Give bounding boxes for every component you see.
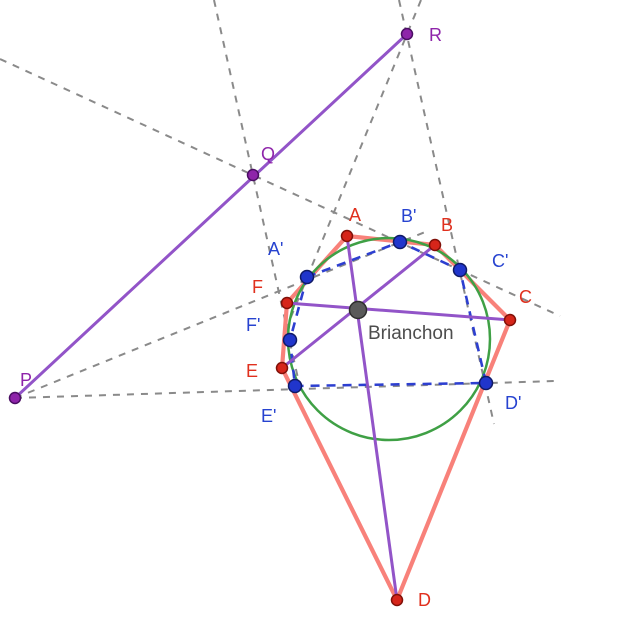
point-F[interactable] <box>280 296 294 310</box>
label-B-prime: B' <box>401 206 416 226</box>
point-brianchon-point[interactable] <box>348 300 368 320</box>
point-A[interactable] <box>340 229 354 243</box>
point-C[interactable] <box>503 313 517 327</box>
label-Q: Q <box>261 144 275 164</box>
diagonal-CF[interactable] <box>285 301 512 322</box>
label-D-prime: D' <box>505 393 521 413</box>
line-CprimeDprime-extended[interactable] <box>398 0 495 425</box>
label-brianchon-annotation: Brianchon <box>368 323 454 344</box>
line-BprimeCprime-extended[interactable] <box>0 58 561 317</box>
point-C-prime[interactable] <box>452 262 468 278</box>
line-EprimeFprime-extended[interactable] <box>213 0 302 393</box>
label-P: P <box>20 370 32 390</box>
label-D: D <box>418 590 431 610</box>
point-D-prime[interactable] <box>478 375 494 391</box>
point-A-prime[interactable] <box>299 269 315 285</box>
point-B[interactable] <box>428 238 442 252</box>
label-C-prime: C' <box>492 251 508 271</box>
tangent-hexagon-ABCDEF[interactable] <box>279 233 513 603</box>
label-F: F <box>252 277 263 297</box>
label-B: B <box>441 215 453 235</box>
point-P[interactable] <box>8 391 22 405</box>
point-D[interactable] <box>390 593 404 607</box>
label-E: E <box>246 361 258 381</box>
line-DprimeEprime-extended[interactable] <box>14 380 556 399</box>
label-E-prime: E' <box>261 406 276 426</box>
point-R[interactable] <box>400 27 414 41</box>
point-F-prime[interactable] <box>282 332 298 348</box>
pascal-line-PQR[interactable] <box>13 32 409 400</box>
line-AprimeBprime-extended[interactable] <box>14 229 431 399</box>
point-Q[interactable] <box>246 168 260 182</box>
label-F-prime: F' <box>246 315 260 335</box>
label-C: C <box>519 287 532 307</box>
point-E[interactable] <box>275 361 289 375</box>
diagonal-AD[interactable] <box>345 234 399 602</box>
point-B-prime[interactable] <box>392 234 408 250</box>
label-A: A <box>349 205 361 225</box>
label-A-prime: A' <box>268 239 283 259</box>
label-R: R <box>429 25 442 45</box>
point-E-prime[interactable] <box>287 378 303 394</box>
